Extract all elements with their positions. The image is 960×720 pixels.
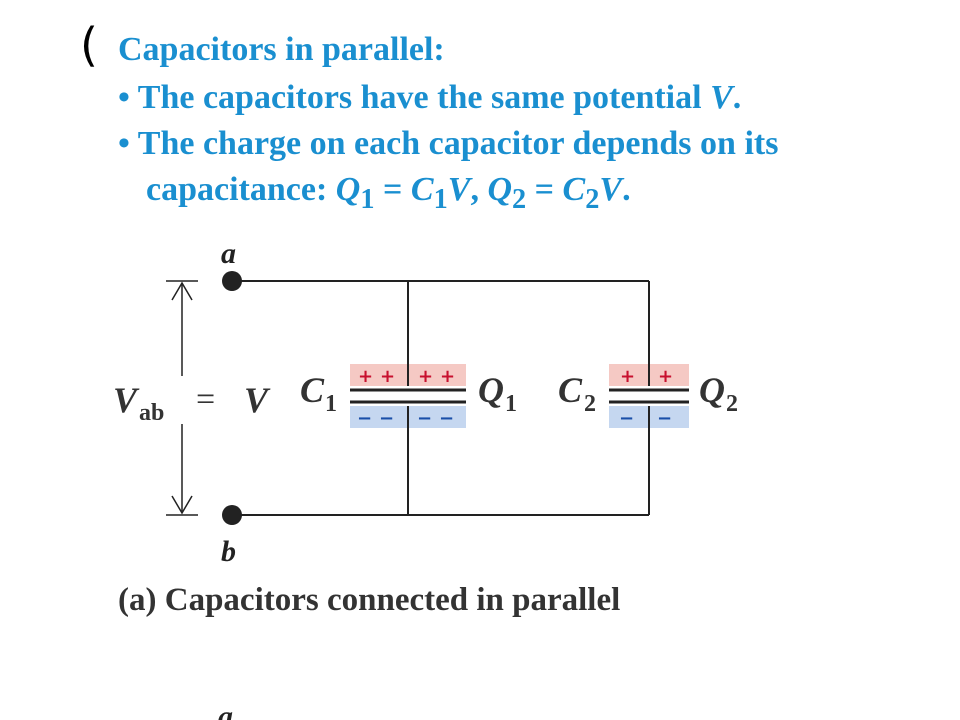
- cap1-minus-sign-4: −: [439, 408, 454, 429]
- v1-symbol: V: [447, 171, 471, 208]
- bullet-1-var: V: [710, 79, 733, 116]
- comma: ,: [470, 171, 488, 208]
- slide-heading: Capacitors in parallel:: [118, 31, 445, 68]
- open-paren: (: [80, 18, 98, 72]
- cap1-name: C: [300, 370, 325, 410]
- c2-sub: 2: [585, 183, 600, 215]
- cap2-minus-sign-2: −: [657, 408, 672, 429]
- eq2: =: [526, 171, 563, 208]
- vab-equals: =: [196, 381, 215, 418]
- cap2-plus-sign-2: +: [658, 366, 673, 387]
- cap2-plus-sign-1: +: [620, 366, 635, 387]
- cap2-minus-sign-1: −: [619, 408, 634, 429]
- eq1: =: [374, 171, 411, 208]
- node-b-dot: [222, 505, 242, 525]
- node-b-label: b: [221, 535, 236, 568]
- node-a-label: a: [221, 237, 236, 270]
- q1-symbol: Q: [335, 171, 361, 208]
- bottom-node-label-a: a: [218, 700, 233, 720]
- cap1-minus-sign-1: −: [357, 408, 372, 429]
- voltage-arrowhead-down: [171, 495, 193, 515]
- bullet-1-suffix: .: [732, 79, 742, 116]
- q2-sub: 2: [512, 183, 527, 215]
- cap1-minus-sign-2: −: [379, 408, 394, 429]
- c1-symbol: C: [410, 171, 434, 208]
- cap2-name-sub: 2: [584, 391, 596, 417]
- end-period: .: [622, 171, 631, 208]
- node-a-dot: [222, 271, 242, 291]
- caption-text: Capacitors connected in parallel: [156, 582, 621, 618]
- cap1-plus-sign-2: +: [380, 366, 395, 387]
- bullet-charge-line-1: • The charge on each capacitor depends o…: [118, 125, 779, 162]
- caption-label: (a): [118, 582, 157, 618]
- q1-sub: 1: [360, 183, 375, 215]
- cap2-charge-sub: 2: [726, 391, 738, 417]
- q2-symbol: Q: [487, 171, 512, 208]
- cap2-name: C: [558, 370, 583, 410]
- c2-symbol: C: [562, 171, 586, 208]
- cap2-charge: Q: [699, 370, 725, 410]
- cap1-charge: Q: [478, 370, 504, 410]
- vab-rhs: V: [244, 380, 271, 420]
- vab-subscript: ab: [139, 400, 164, 426]
- cap1-plus-sign-4: +: [440, 366, 455, 387]
- cap1-charge-sub: 1: [505, 391, 517, 417]
- cap1-minus-sign-3: −: [417, 408, 432, 429]
- bullet-charge-line-2: capacitance: Q1 = C1V, Q2 = C2V.: [146, 170, 631, 217]
- cap1-name-sub: 1: [325, 391, 337, 417]
- c1-sub: 1: [433, 183, 448, 215]
- bullet-1-prefix: • The capacitors have the same potential: [118, 79, 711, 116]
- cap1-plus-sign-3: +: [418, 366, 433, 387]
- vab-label-backdrop: [110, 376, 190, 424]
- voltage-arrowhead-up: [171, 281, 193, 301]
- bullet-same-potential: • The capacitors have the same potential…: [118, 78, 741, 119]
- vab-symbol: V: [113, 380, 140, 420]
- figure-caption: (a) Capacitors connected in parallel: [118, 582, 620, 619]
- cap1-plus-sign-1: +: [358, 366, 373, 387]
- capacitance-label: capacitance:: [146, 171, 336, 208]
- v2-symbol: V: [599, 171, 623, 208]
